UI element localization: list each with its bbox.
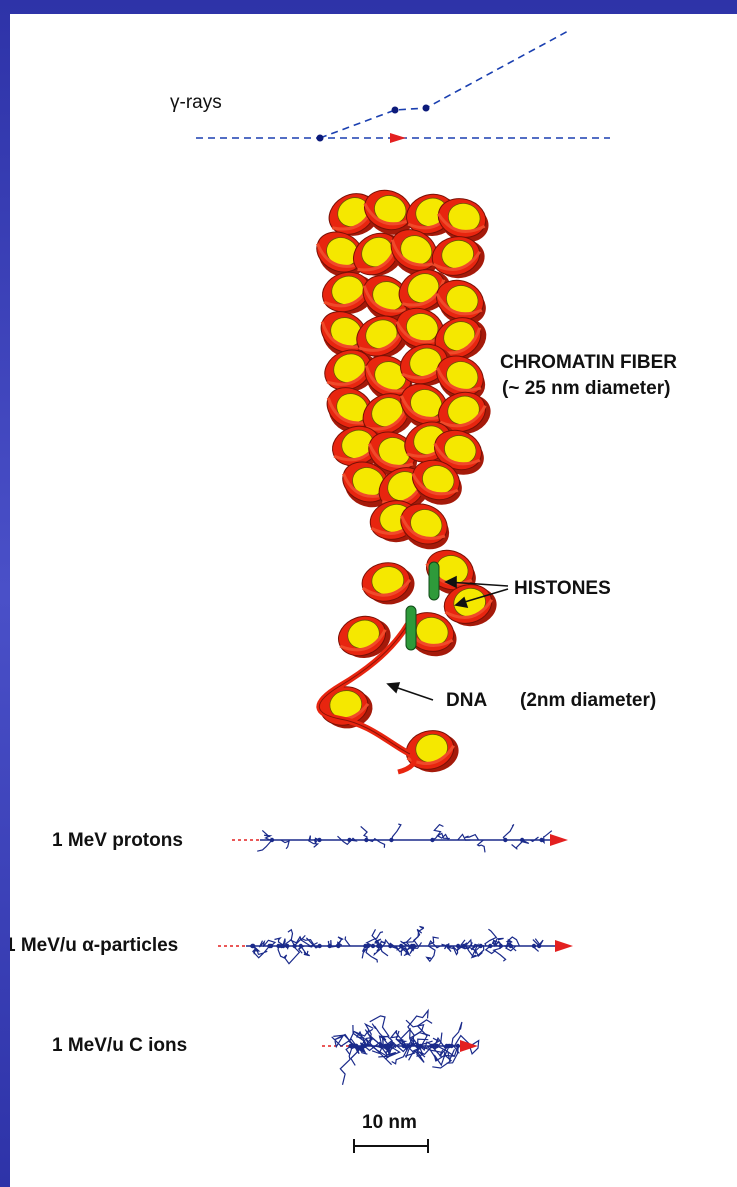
particle-tracks xyxy=(218,824,573,1085)
scale-label: 10 nm xyxy=(362,1112,417,1134)
histone-rod xyxy=(406,606,416,650)
nucleosome xyxy=(333,609,396,666)
dna-label: DNA xyxy=(446,690,487,712)
interaction-point xyxy=(423,105,430,112)
histone-rod xyxy=(429,562,439,600)
gamma-arrowhead xyxy=(390,133,406,143)
chromatin-fiber-title: CHROMATIN FIBER xyxy=(500,352,677,374)
slide-canvas: γ-rays CHROMATIN FIBER (~ 25 nm diameter… xyxy=(10,14,737,1187)
dna-arrowhead xyxy=(388,683,399,692)
interaction-point xyxy=(392,107,399,114)
gamma-ray-tracks xyxy=(196,30,610,143)
protons-label: 1 MeV protons xyxy=(52,830,183,852)
particle-track xyxy=(232,824,568,852)
histones-label: HISTONES xyxy=(514,578,611,600)
alpha-particles-label: 1 MeV/u α-particles xyxy=(10,935,178,957)
particle-track xyxy=(218,926,573,963)
gamma-rays-label: γ-rays xyxy=(170,92,222,114)
interaction-point xyxy=(317,135,324,142)
diagram-svg xyxy=(10,14,737,1187)
dna-diameter-label: (2nm diameter) xyxy=(520,690,656,712)
chromatin-diameter-label: (~ 25 nm diameter) xyxy=(502,378,670,400)
scale-bar xyxy=(354,1139,428,1153)
nucleosome xyxy=(359,558,418,608)
particle-track xyxy=(322,1011,479,1085)
carbon-ions-label: 1 MeV/u C ions xyxy=(52,1035,187,1057)
